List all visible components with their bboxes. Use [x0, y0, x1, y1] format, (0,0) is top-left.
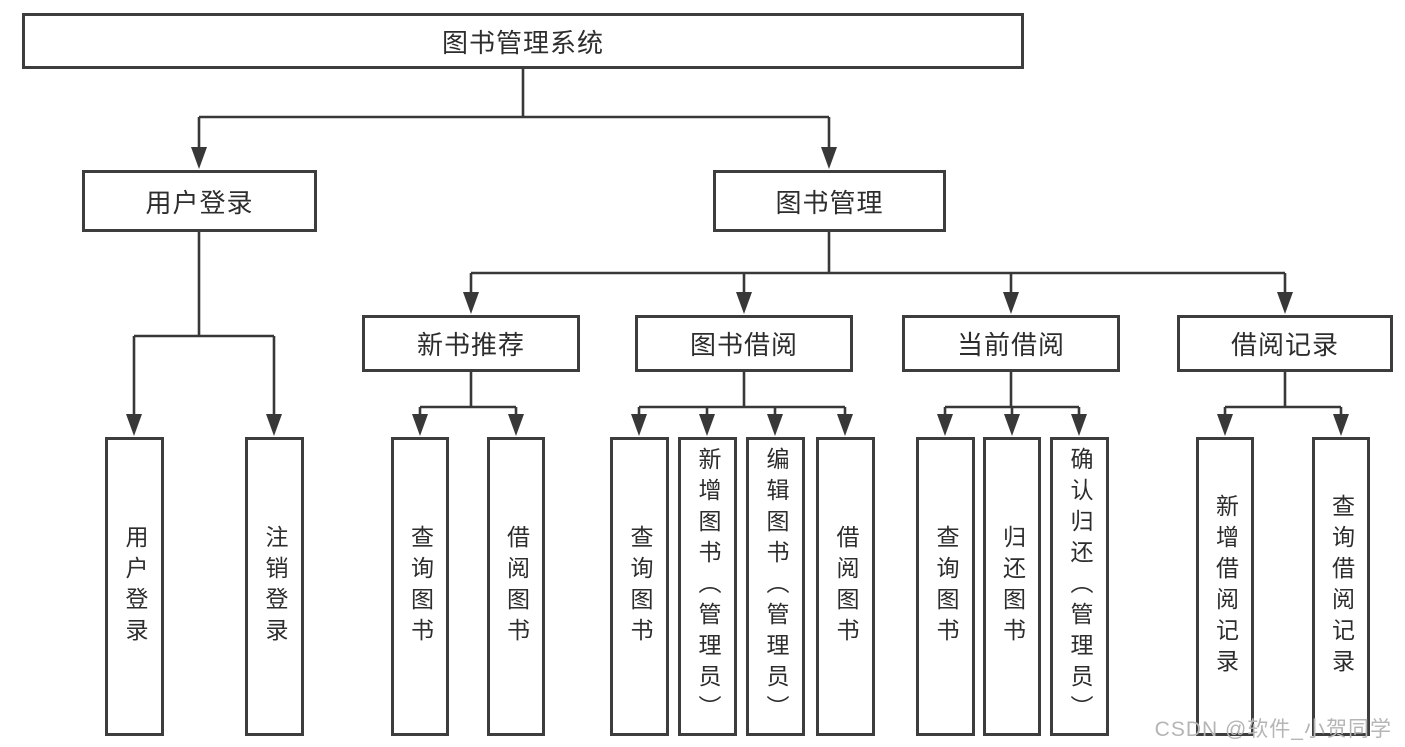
node-current-borrow: 当前借阅 [902, 315, 1120, 372]
node-book-borrow: 图书借阅 [635, 315, 853, 372]
leaf-add-book-admin: 新增图书（管理员） [678, 437, 737, 736]
leaf-query-books: 查询图书 [916, 437, 975, 736]
node-new-book-recommend: 新书推荐 [362, 315, 580, 372]
node-borrow-records: 借阅记录 [1177, 315, 1393, 372]
leaf-add-borrow-record: 新增借阅记录 [1196, 437, 1254, 736]
leaf-user-login: 用户登录 [105, 437, 164, 736]
leaf-query-borrow-record: 查询借阅记录 [1312, 437, 1370, 736]
leaf-logout: 注销登录 [245, 437, 304, 736]
leaf-borrow-books: 借阅图书 [816, 437, 875, 736]
node-user-login: 用户登录 [82, 170, 317, 232]
leaf-edit-book-admin: 编辑图书（管理员） [746, 437, 805, 736]
leaf-query-books: 查询图书 [610, 437, 669, 736]
node-book-management: 图书管理 [713, 170, 946, 232]
leaf-query-books: 查询图书 [391, 437, 449, 736]
csdn-watermark: CSDN @软件_小贺同学 [1154, 718, 1392, 741]
leaf-return-books: 归还图书 [983, 437, 1041, 736]
leaf-confirm-return-admin: 确认归还（管理员） [1050, 437, 1109, 736]
leaf-borrow-books: 借阅图书 [487, 437, 545, 736]
node-library-management-system: 图书管理系统 [22, 13, 1024, 69]
